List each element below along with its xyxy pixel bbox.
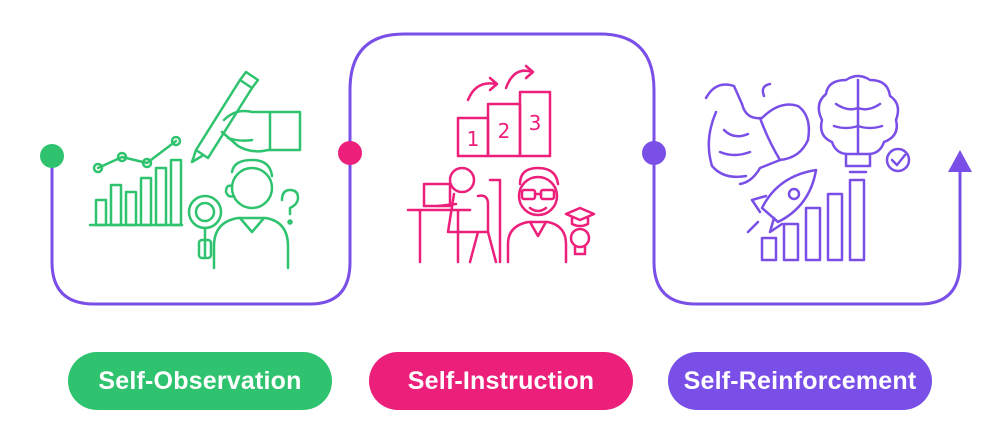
person-magnifier-icon <box>187 158 300 270</box>
student-desk-icon <box>406 166 502 264</box>
podium-number-1: 1 <box>467 127 480 151</box>
instruction-illustration <box>406 64 596 264</box>
node-green <box>40 144 64 168</box>
self-observation-label: Self-Observation <box>68 352 332 410</box>
flexed-muscle-icon <box>704 82 811 186</box>
podium-number-2: 2 <box>498 119 511 143</box>
node-purple <box>642 141 666 165</box>
observation-illustration <box>88 70 302 270</box>
arrow-head-icon <box>948 150 972 172</box>
node-magenta <box>338 141 362 165</box>
podium-number-3: 3 <box>529 111 542 135</box>
growth-bars-icon <box>760 178 866 262</box>
bar-chart-icon <box>88 135 184 227</box>
teacher-icon <box>506 166 568 264</box>
self-reinforcement-label: Self-Reinforcement <box>668 352 932 410</box>
reinforcement-illustration <box>704 74 911 262</box>
hand-pen-icon <box>190 70 302 164</box>
rocket-icon <box>746 168 818 234</box>
connector-path <box>50 32 962 306</box>
brain-bulb-icon <box>817 74 911 174</box>
self-instruction-label: Self-Instruction <box>369 352 633 410</box>
podium-icon <box>456 64 552 158</box>
graduation-bulb-icon <box>564 206 596 256</box>
